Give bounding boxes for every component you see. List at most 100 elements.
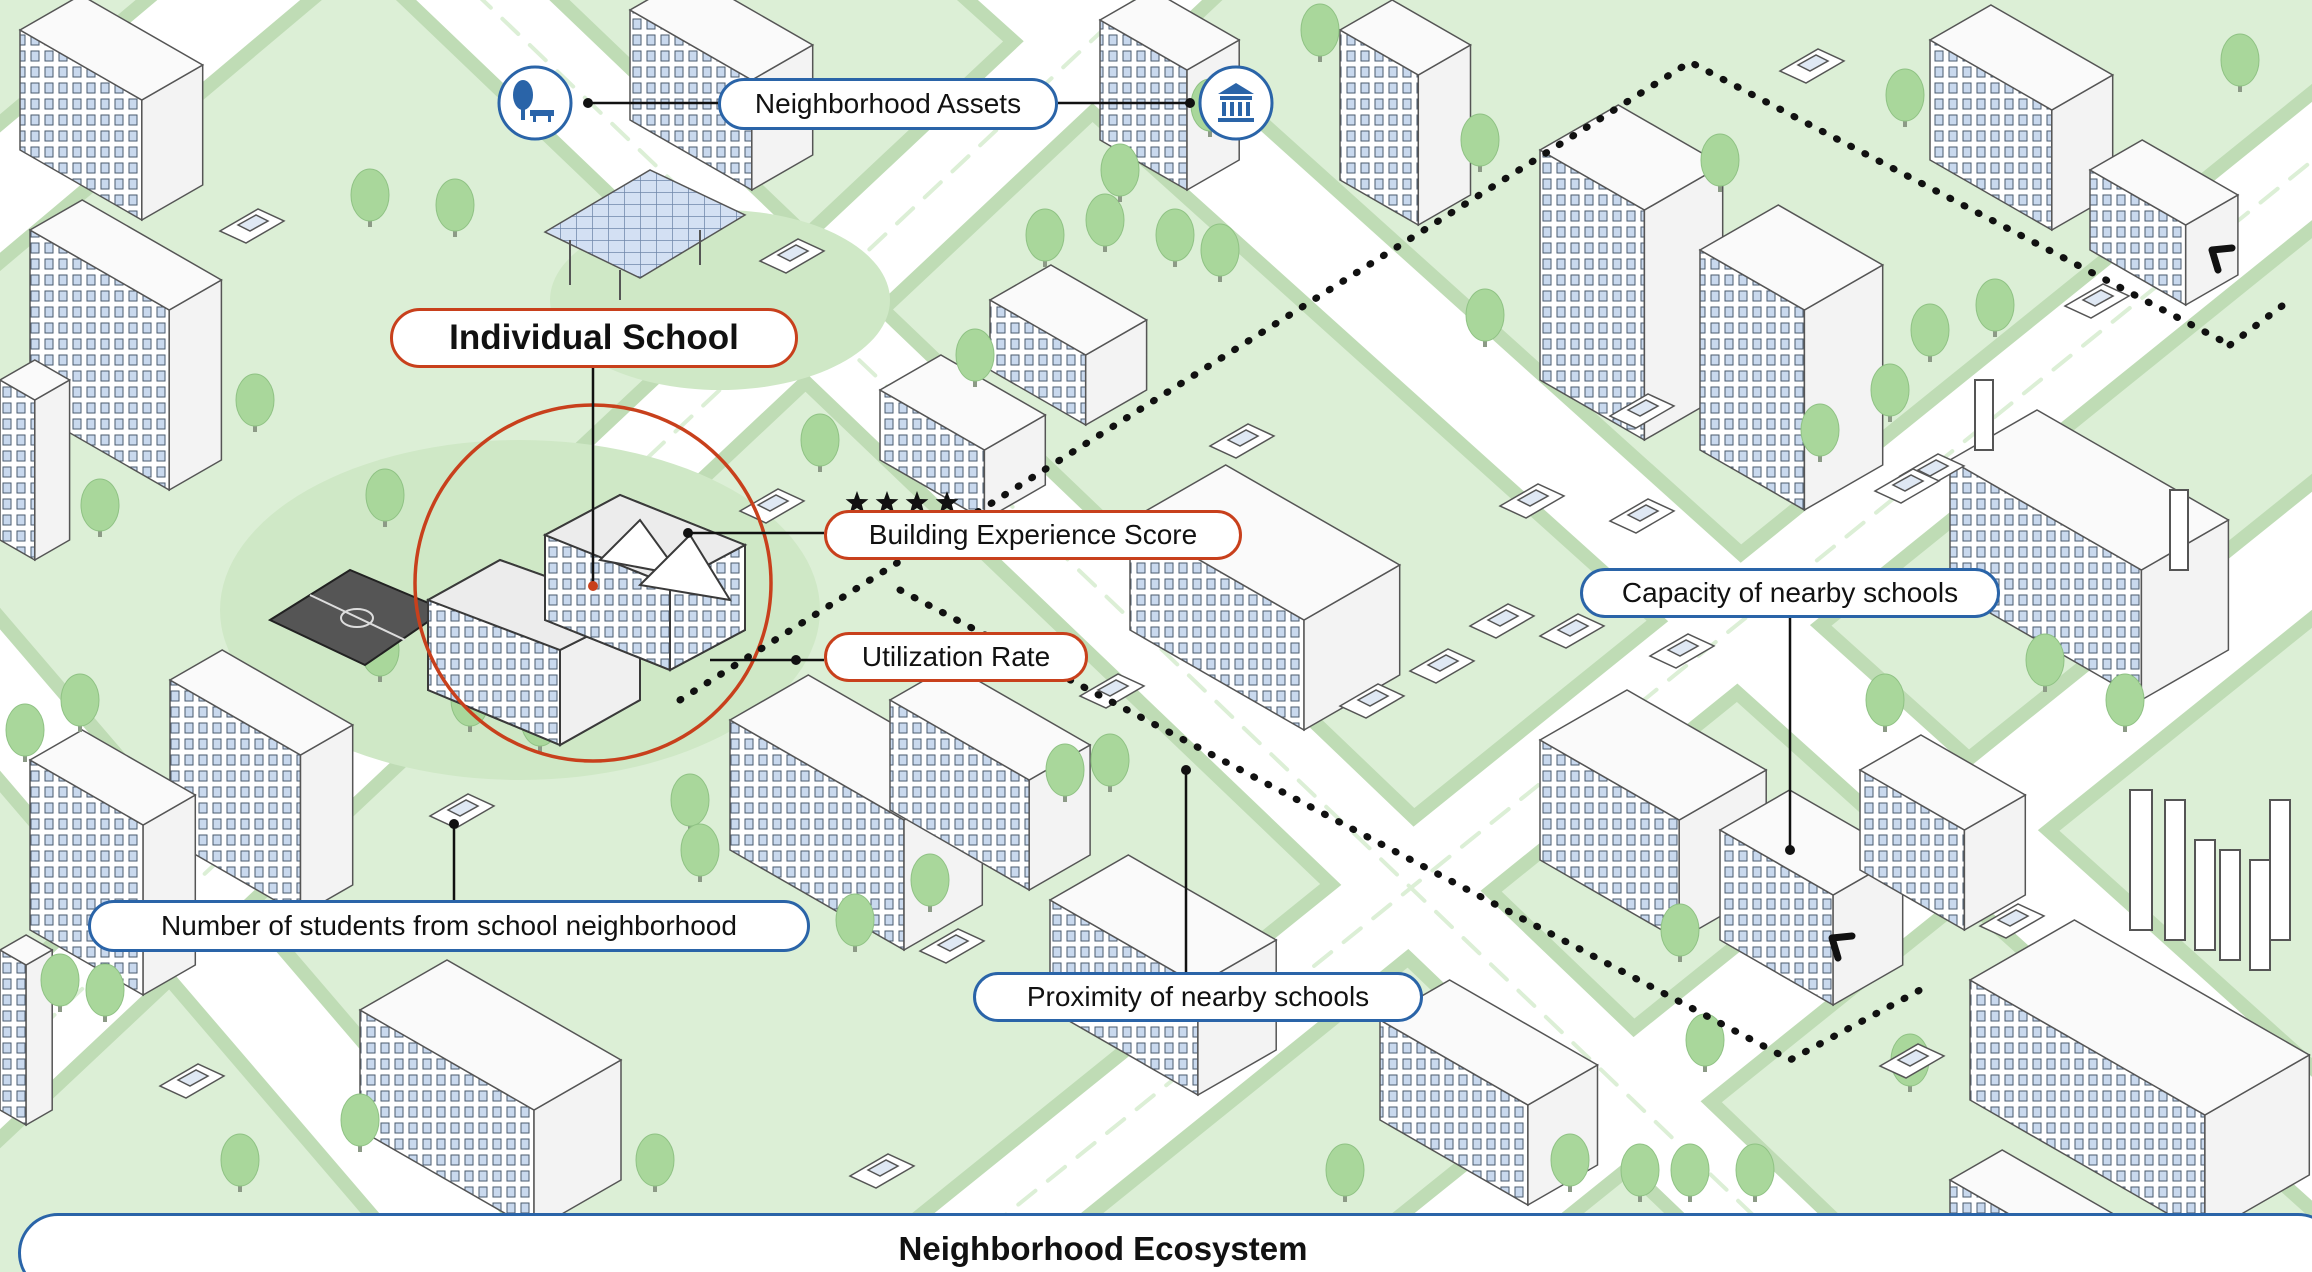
- car-8: [1468, 603, 1536, 639]
- tree-15: [1300, 3, 1340, 62]
- building-24: [988, 264, 1149, 427]
- tree-47: [5, 703, 45, 762]
- tree-42: [40, 953, 80, 1012]
- car-5: [1608, 498, 1676, 534]
- tree-28: [1660, 903, 1700, 962]
- tree-14: [1100, 143, 1140, 202]
- tree-22: [1870, 363, 1910, 422]
- utilization-rate-label: Utilization Rate: [824, 632, 1088, 682]
- school-zone-boundary: [676, 57, 2294, 1064]
- car-3: [1208, 423, 1276, 459]
- tree-11: [1085, 193, 1125, 252]
- rating-star-3: [935, 491, 959, 513]
- tree-21: [1910, 303, 1950, 362]
- car-21: [848, 1153, 916, 1189]
- neighborhood-ecosystem-banner: Neighborhood Ecosystem: [18, 1213, 2312, 1272]
- tree-26: [2105, 673, 2145, 732]
- car-0: [218, 208, 286, 244]
- tree-12: [1155, 208, 1195, 267]
- building-3: [1338, 0, 1473, 227]
- tree-40: [1045, 743, 1085, 802]
- tree-4: [365, 468, 405, 527]
- car-14: [428, 793, 496, 829]
- trees: [5, 3, 2260, 1202]
- building-experience-score-label: Building Experience Score: [824, 510, 1242, 560]
- tree-39: [910, 853, 950, 912]
- tree-43: [85, 963, 125, 1022]
- proximity-of-nearby-schools-label: Proximity of nearby schools: [973, 972, 1423, 1022]
- tree-1: [435, 178, 475, 237]
- car-13: [1078, 673, 1146, 709]
- industrial-stacks: [1974, 379, 2291, 971]
- tree-23: [1975, 278, 2015, 337]
- car-19: [1978, 903, 2046, 939]
- tree-33: [1670, 1143, 1710, 1202]
- car-18: [2063, 283, 2131, 319]
- car-1: [758, 238, 826, 274]
- rating-star-1: [875, 491, 899, 513]
- tree-3: [80, 478, 120, 537]
- building-20: [358, 959, 623, 1232]
- tree-17: [1700, 133, 1740, 192]
- tree-32: [1620, 1143, 1660, 1202]
- tree-20: [1465, 288, 1505, 347]
- car-11: [1408, 648, 1476, 684]
- building-4: [1538, 104, 1725, 442]
- tree-9: [955, 328, 995, 387]
- car-15: [918, 928, 986, 964]
- car-9: [1538, 613, 1606, 649]
- tree-38: [835, 893, 875, 952]
- building-6: [1928, 4, 2115, 232]
- building-11: [1948, 409, 2230, 702]
- park-tree-bench-icon: [497, 65, 573, 141]
- car-22: [1878, 1043, 1946, 1079]
- tree-48: [60, 673, 100, 732]
- students-from-neighborhood-label: Number of students from school neighborh…: [88, 900, 810, 952]
- tree-10: [1025, 208, 1065, 267]
- tree-37: [680, 823, 720, 882]
- tree-18: [1885, 68, 1925, 127]
- neighborhood-ecosystem-title: Neighborhood Ecosystem: [898, 1230, 1308, 1267]
- building-10: [1128, 464, 1402, 732]
- solar-canopy: [543, 169, 747, 300]
- museum-building-icon: [1198, 65, 1274, 141]
- building-12: [168, 649, 355, 917]
- car-2: [1778, 48, 1846, 84]
- building-16: [1538, 689, 1768, 942]
- tree-24: [1800, 403, 1840, 462]
- cars: [158, 48, 2131, 1189]
- tree-44: [220, 1133, 260, 1192]
- tree-0: [350, 168, 390, 227]
- individual-school-building: [425, 493, 748, 747]
- connector-lines: [449, 98, 1795, 972]
- building-5: [1698, 204, 1885, 512]
- car-20: [158, 1063, 226, 1099]
- tree-34: [1735, 1143, 1775, 1202]
- capacity-of-nearby-schools-label: Capacity of nearby schools: [1580, 568, 2000, 618]
- building-27: [0, 934, 54, 1127]
- tree-45: [340, 1093, 380, 1152]
- building-9: [0, 359, 72, 562]
- individual-school-label: Individual School: [390, 308, 798, 368]
- direction-arrows: [1828, 244, 2236, 962]
- tree-19: [2220, 33, 2260, 92]
- tree-16: [1460, 113, 1500, 172]
- rating-star-2: [905, 491, 929, 513]
- car-6: [1608, 393, 1676, 429]
- neighborhood-assets-label: Neighborhood Assets: [718, 78, 1058, 130]
- tree-46: [635, 1133, 675, 1192]
- building-18: [1858, 734, 2027, 932]
- rating-star-0: [845, 491, 869, 513]
- car-12: [1338, 683, 1406, 719]
- building-21: [1968, 919, 2311, 1237]
- tree-27: [2025, 633, 2065, 692]
- experience-rating-stars: [845, 491, 959, 513]
- building-17: [1718, 789, 1905, 1007]
- car-17: [1873, 468, 1941, 504]
- car-4: [1498, 483, 1566, 519]
- tree-30: [1325, 1143, 1365, 1202]
- tree-8: [800, 413, 840, 472]
- tree-25: [1865, 673, 1905, 732]
